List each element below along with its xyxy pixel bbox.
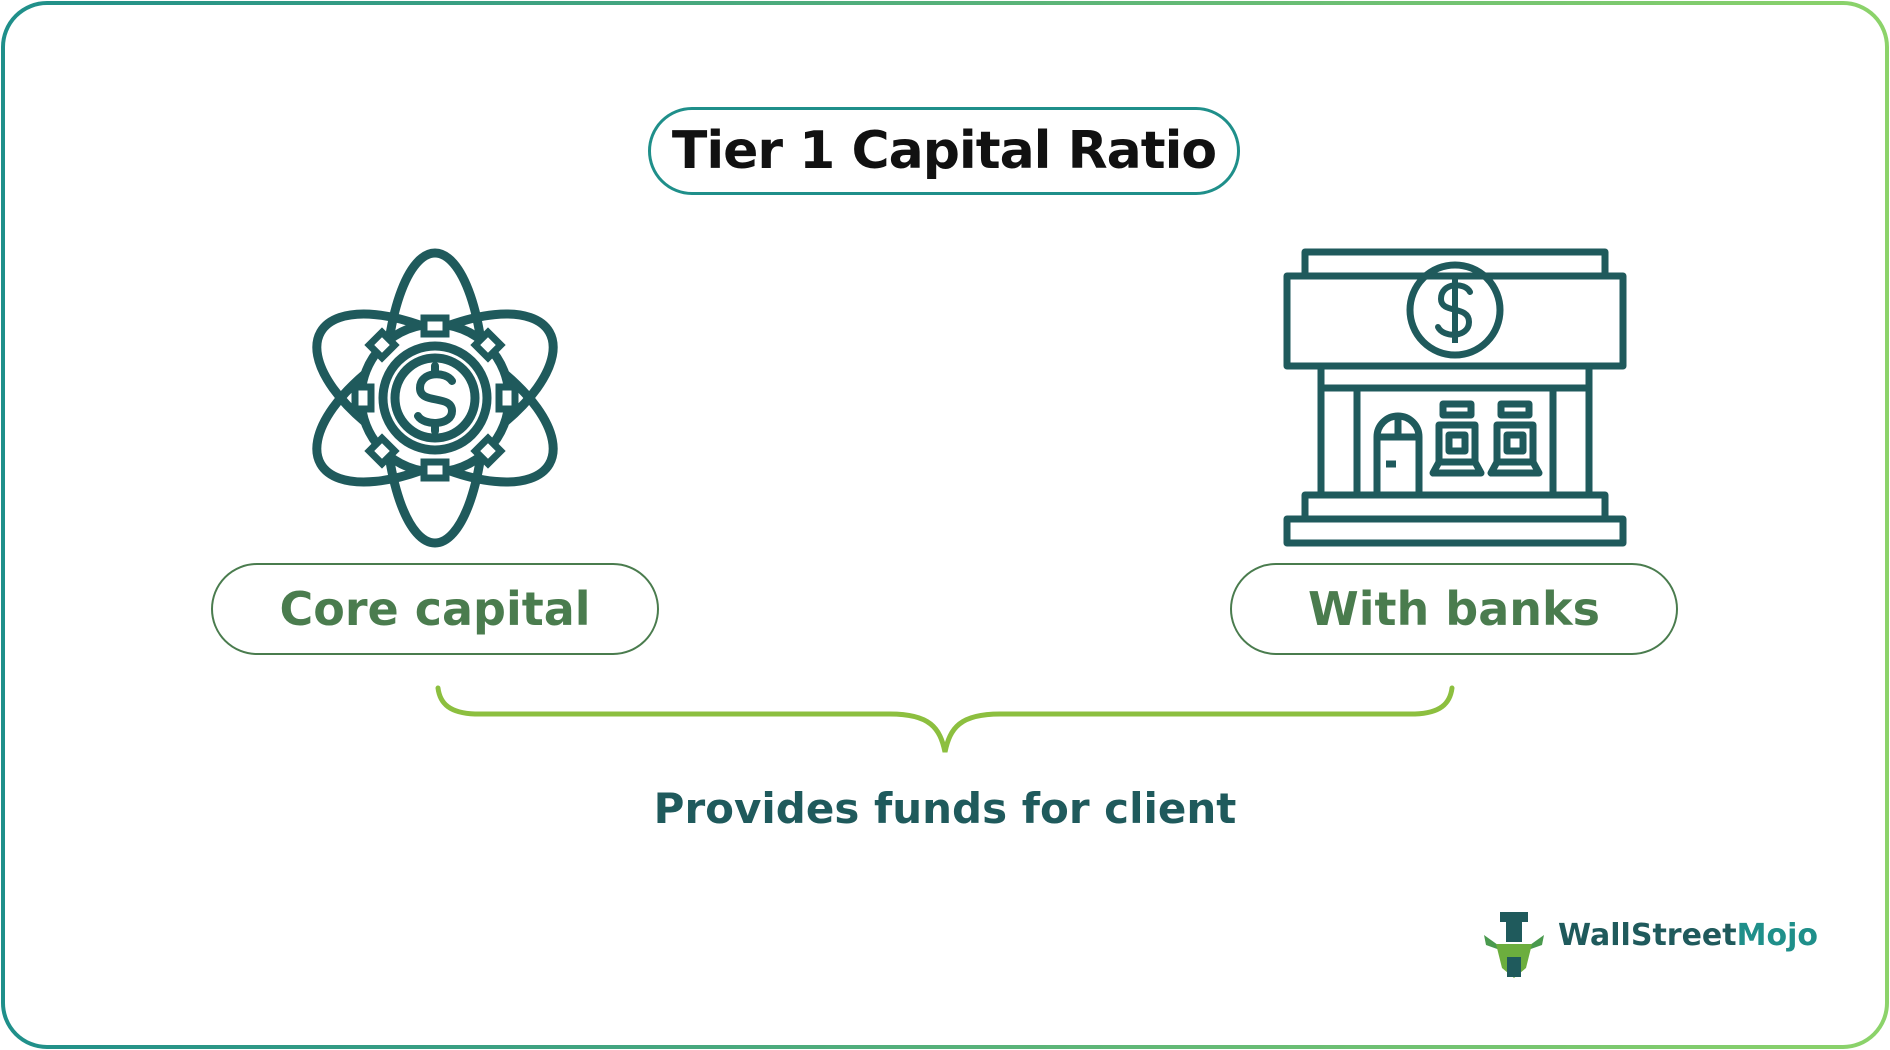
with-banks-pill: With banks [1230,563,1678,655]
title-pill: Tier 1 Capital Ratio [648,107,1240,195]
core-capital-pill: Core capital [211,563,659,655]
page-title: Tier 1 Capital Ratio [671,121,1217,181]
brand-logo-text: WallStreetMojo [1558,918,1818,953]
with-banks-label: With banks [1308,582,1600,636]
core-capital-label: Core capital [279,582,591,636]
brand-part2: Mojo [1736,918,1818,953]
caption: Provides funds for client [653,784,1237,833]
brand-part1: WallStreet [1558,918,1737,953]
